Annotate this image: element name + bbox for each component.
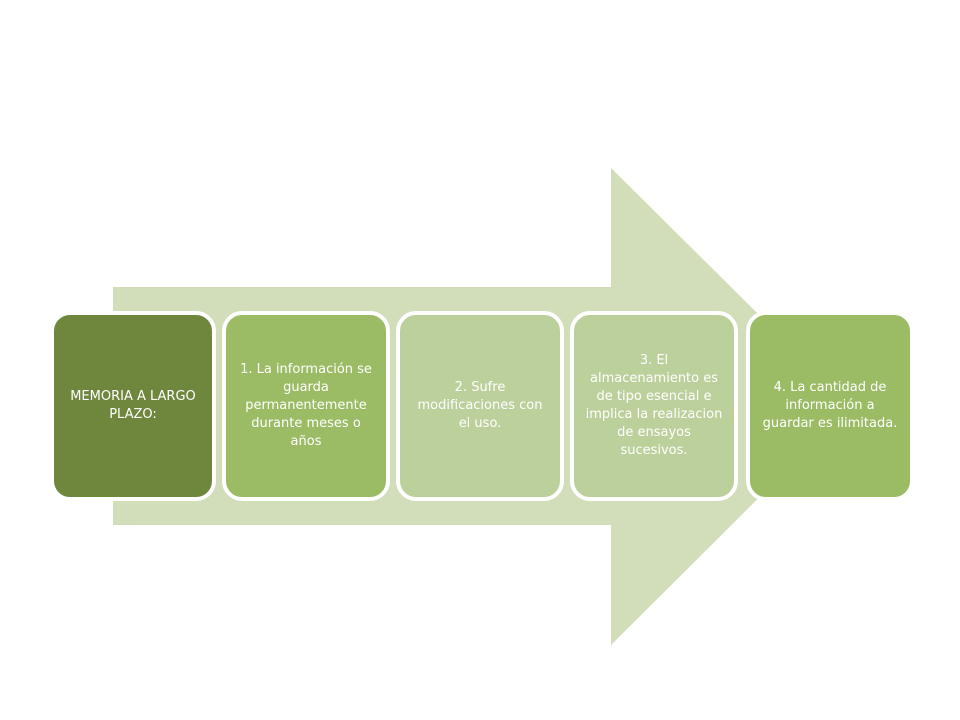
step-title-text: MEMORIA A LARGO PLAZO: — [70, 389, 196, 422]
step-2-text: 2. Sufre modificaciones con el uso. — [417, 380, 543, 431]
step-3-text: 3. El almacenamiento es de tipo esencial… — [585, 353, 723, 458]
step-box-3: 3. El almacenamiento es de tipo esencial… — [570, 311, 738, 501]
step-4-text: 4. La cantidad de información a guardar … — [762, 380, 898, 431]
step-box-4: 4. La cantidad de información a guardar … — [746, 311, 914, 501]
step-box-title: MEMORIA A LARGO PLAZO: — [50, 311, 216, 501]
step-box-2: 2. Sufre modificaciones con el uso. — [396, 311, 564, 501]
step-1-text: 1. La información se guarda permanenteme… — [240, 362, 372, 449]
step-box-1: 1. La información se guarda permanenteme… — [222, 311, 390, 501]
